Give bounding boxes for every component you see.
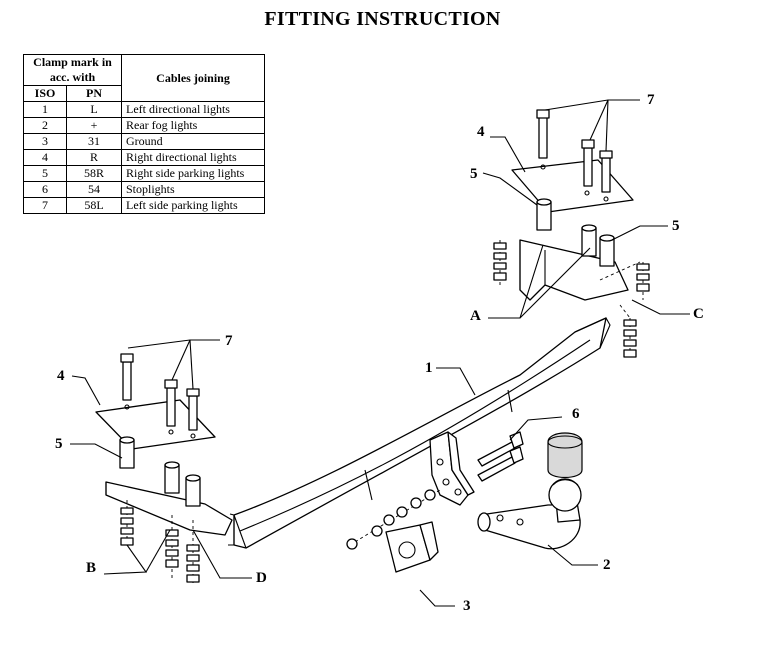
cable-desc-cell: Left side parking lights	[121, 197, 265, 214]
socket-plate	[385, 521, 439, 573]
pn-cell: 58R	[66, 165, 122, 182]
callout-4-right: 4	[477, 124, 485, 140]
callout-2: 2	[603, 557, 611, 573]
callout-A: A	[470, 308, 481, 324]
table-subheader-row: ISO PN	[23, 85, 265, 102]
pn-header: PN	[66, 85, 122, 102]
callout-7-right: 7	[647, 92, 655, 108]
callout-5-left: 5	[55, 436, 63, 452]
callout-labels: 7 4 5 5 A C 1 7 4 5 B D 6 2 3	[55, 92, 704, 614]
cable-desc-cell: Right directional lights	[121, 149, 265, 166]
tow-ball	[477, 478, 582, 550]
center-nuts	[346, 489, 441, 550]
center-bracket	[429, 431, 475, 506]
callout-C: C	[693, 306, 704, 322]
leader-lines	[70, 99, 690, 607]
table-row: 2+Rear fog lights	[23, 117, 265, 134]
cable-desc-cell: Right side parking lights	[121, 165, 265, 182]
callout-1: 1	[425, 360, 433, 376]
callout-5-right: 5	[672, 218, 680, 234]
callout-3: 3	[463, 598, 471, 614]
callout-4-left: 4	[57, 368, 65, 384]
left-nut-stacks	[120, 500, 200, 585]
center-bolts	[477, 431, 524, 482]
right-plate	[511, 159, 634, 213]
cable-joining-table: Clamp mark in acc. with Cables joining I…	[23, 54, 265, 214]
iso-cell: 7	[23, 197, 67, 214]
callout-6: 6	[572, 406, 580, 422]
cross-beam	[228, 317, 611, 549]
callout-D: D	[256, 570, 267, 586]
page-title: FITTING INSTRUCTION	[264, 8, 501, 30]
ball-cap	[547, 432, 583, 479]
callout-5-right-top: 5	[470, 166, 478, 182]
cable-desc-cell: Rear fog lights	[121, 117, 265, 134]
left-mounting-bracket	[105, 481, 233, 536]
left-bolts	[120, 353, 200, 431]
left-spacers	[119, 436, 201, 507]
clamp-mark-header: Clamp mark in acc. with	[23, 54, 122, 86]
callout-7-left: 7	[225, 333, 233, 349]
callout-B: B	[86, 560, 96, 576]
right-mounting-bracket	[519, 239, 629, 301]
right-bolts	[536, 109, 613, 193]
right-nut-stacks	[493, 240, 650, 358]
right-spacers	[536, 198, 615, 267]
